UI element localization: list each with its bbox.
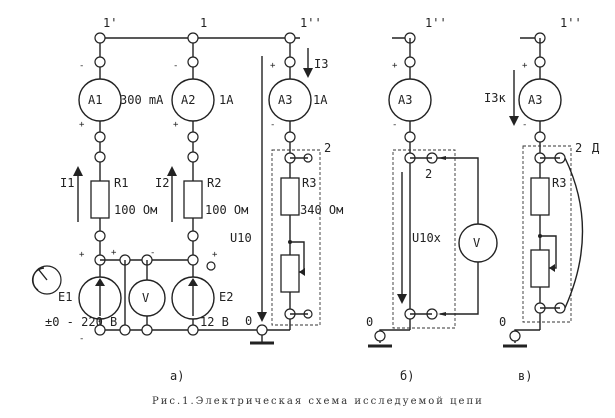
node-2-b: 2	[425, 167, 432, 181]
a3-range: 1A	[313, 93, 328, 107]
node-2-a: 2	[324, 141, 331, 155]
e1-label: E1	[58, 290, 72, 304]
a1-label: A1	[88, 93, 102, 107]
panel-c-label: в)	[518, 369, 532, 383]
node-0-c: 0	[499, 315, 506, 329]
node-1-dprime-b: 1''	[425, 16, 447, 30]
r2-value: 100 Ом	[205, 203, 248, 217]
voltmeter-v-b	[458, 223, 498, 263]
ammeter-a2	[171, 78, 215, 122]
a2-label: A2	[181, 93, 195, 107]
ammeter-a3-b	[388, 78, 432, 122]
load-box-a	[271, 149, 321, 326]
r3-label-c: R3	[552, 176, 566, 190]
v-label-b: V	[473, 236, 480, 250]
node-1-dprime-c: 1''	[560, 16, 582, 30]
i2-label: I2	[155, 176, 169, 190]
e1-plus: +	[79, 250, 85, 260]
load-box-c	[522, 145, 572, 323]
node-0-b: 0	[366, 315, 373, 329]
resistor-r3-c	[530, 177, 550, 216]
i1-label: I1	[60, 176, 74, 190]
e2-value: 12 B	[200, 315, 229, 329]
u10x-label: U10х	[412, 231, 441, 245]
resistor-r3	[280, 177, 300, 216]
resistor-r2	[183, 180, 203, 219]
e1-range: ±0 - 220 B	[45, 315, 117, 329]
b-a3-plus: +	[392, 61, 398, 71]
r3-label: R3	[302, 176, 316, 190]
i3-label: I3	[314, 57, 328, 71]
a3-plus: +	[270, 61, 276, 71]
load-box-b	[392, 149, 456, 329]
a3-label-b: A3	[398, 93, 412, 107]
c-a3-minus: -	[522, 120, 527, 130]
i3k-label: I3к	[484, 91, 506, 105]
c-a3-plus: +	[522, 61, 528, 71]
v-plus: +	[111, 248, 117, 258]
ammeter-a3-c	[518, 78, 562, 122]
v-minus: -	[150, 248, 155, 258]
a3-label-c: A3	[528, 93, 542, 107]
r1-label: R1	[114, 176, 128, 190]
panel-a-label: а)	[170, 369, 184, 383]
r1-value: 100 Ом	[114, 203, 157, 217]
b-a3-minus: -	[392, 120, 397, 130]
a1-plus: +	[79, 120, 85, 130]
rheostat-c	[530, 249, 550, 288]
ammeter-a3	[268, 78, 312, 122]
a2-range: 1A	[219, 93, 234, 107]
node-0-a: 0	[245, 314, 252, 328]
voltmeter-v	[128, 279, 166, 317]
a3-label: A3	[278, 93, 292, 107]
panel-c: 1'' + A3 - I3к 2 R3 Д 0 в)	[484, 16, 600, 383]
panel-b: 1'' + A3 - 2 V U10х 0 б)	[366, 16, 498, 383]
e2-label: E2	[219, 290, 233, 304]
a2-minus: -	[173, 61, 178, 71]
a3-minus: -	[270, 120, 275, 130]
e2-plus: +	[212, 250, 218, 260]
resistor-r1	[90, 180, 110, 219]
r2-label: R2	[207, 176, 221, 190]
v-label: V	[142, 291, 149, 305]
node-1-a: 1	[200, 16, 207, 30]
ammeter-a1	[78, 78, 122, 122]
node-d: Д	[592, 141, 600, 155]
a2-plus: +	[173, 120, 179, 130]
panel-a: A1 300 mA - + R1 100 Ом + E1 ±0 - 220 B …	[31, 16, 343, 383]
knob-icon	[31, 265, 62, 295]
panel-b-label: б)	[400, 369, 414, 383]
u10-label: U10	[230, 231, 252, 245]
e1-minus: -	[79, 334, 84, 344]
figure-caption: Рис.1.Электрическая схема исследуемой це…	[152, 396, 484, 407]
node-1-dprime-a: 1''	[300, 16, 322, 30]
node-1-prime-a: 1'	[103, 16, 117, 30]
rheostat	[280, 254, 300, 293]
node-2-c: 2	[575, 141, 582, 155]
a1-range: 300 mA	[120, 93, 164, 107]
a1-minus: -	[79, 61, 84, 71]
r3-value: 340 Ом	[300, 203, 343, 217]
